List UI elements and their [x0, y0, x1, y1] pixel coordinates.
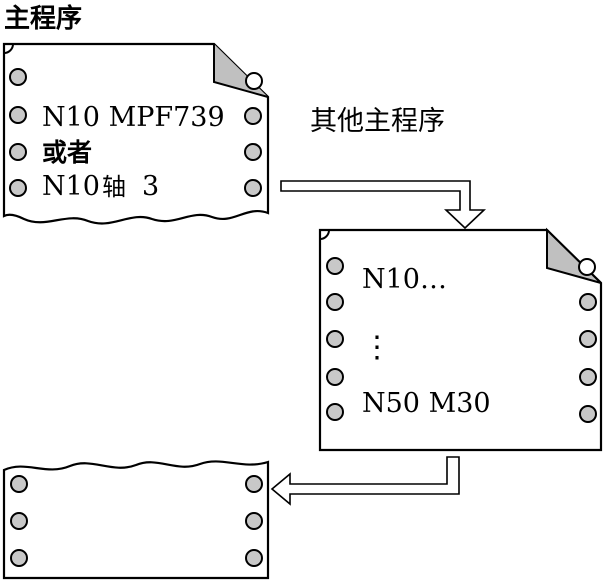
sprocket-hole [326, 293, 344, 311]
call-arrow [280, 180, 487, 230]
other-program-title: 其他主程序 [310, 106, 445, 137]
main-sheet-line-3-prefix: N10 [42, 171, 100, 202]
sprocket-hole [245, 549, 263, 567]
return-arrow [270, 456, 460, 506]
sprocket-hole [326, 257, 344, 275]
sprocket-hole [10, 549, 28, 567]
main-sheet-line-1: N10 MPF739 [42, 102, 225, 133]
sprocket-hole [579, 293, 597, 311]
main-sheet-line-3-number: 3 [142, 171, 159, 202]
sprocket-hole [326, 330, 344, 348]
sprocket-hole [579, 330, 597, 348]
main-program-title: 主程序 [4, 3, 82, 34]
sprocket-hole [9, 143, 27, 161]
sprocket-hole [579, 368, 597, 386]
sprocket-hole [245, 512, 263, 530]
sprocket-hole [245, 475, 263, 493]
sprocket-hole [9, 106, 27, 124]
main-program-continuation-sheet [2, 460, 270, 580]
sprocket-hole [244, 107, 262, 125]
other-sheet-ellipsis: ⋮ [362, 330, 392, 365]
sprocket-hole [10, 475, 28, 493]
sprocket-hole [9, 179, 27, 197]
sprocket-hole [10, 512, 28, 530]
main-sheet-line-3-axis: 轴 [102, 173, 126, 201]
other-sheet-line-1: N10… [362, 264, 447, 295]
other-program-sheet: N10… ⋮ N50 M30 [318, 227, 603, 452]
other-sheet-line-3: N50 M30 [362, 388, 491, 419]
sprocket-hole [579, 405, 597, 423]
sprocket-hole [244, 143, 262, 161]
sprocket-hole [244, 179, 262, 197]
main-program-sheet: N10 MPF739 或者 N10 轴 3 [2, 42, 270, 225]
main-sheet-line-2: 或者 [42, 138, 92, 167]
sprocket-hole [326, 403, 344, 421]
sprocket-hole [9, 68, 27, 86]
sprocket-hole [326, 368, 344, 386]
